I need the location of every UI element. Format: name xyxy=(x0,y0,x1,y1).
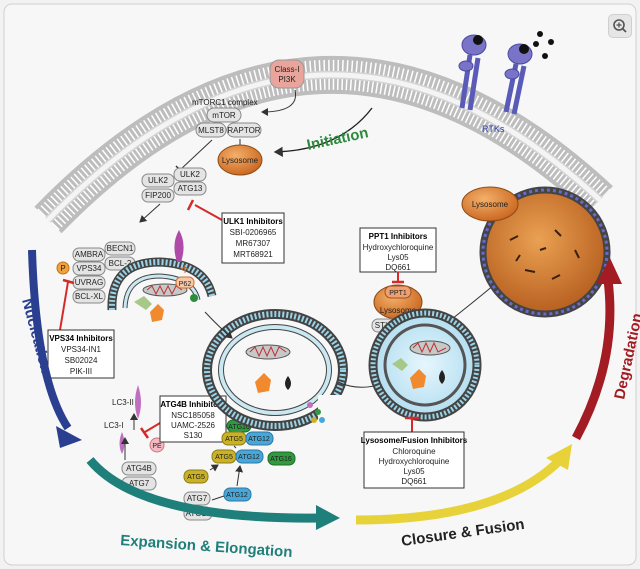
atg16-b-label: ATG16 xyxy=(270,456,292,463)
fusion-inh-item-1: Hydroxychloroquine xyxy=(379,457,450,466)
vps34-inh-item-2: PIK-III xyxy=(70,367,92,376)
lysosome-fusion-label: Lysosome xyxy=(380,306,417,315)
pi3k-label: PI3K xyxy=(278,75,296,84)
ulk1-inhibit-tbar xyxy=(186,199,195,211)
class1-pi3k: Class-I PI3K xyxy=(269,59,305,89)
atg12-c-label: ATG12 xyxy=(226,492,248,499)
autophagosome-expanding xyxy=(202,309,348,431)
ppt1-inh-item-1: Lys05 xyxy=(387,253,409,262)
plasma-membrane xyxy=(34,55,613,234)
vps34-inhibit-tbar xyxy=(62,278,75,285)
ulk2-a-label: ULK2 xyxy=(148,176,169,185)
mtor-ulk-inhibit xyxy=(179,139,213,171)
ppt1-inh-item-2: DQ661 xyxy=(385,263,411,272)
vps34-inhibitors-box: VPS34 Inhibitors VPS34-IN1 SB02024 PIK-I… xyxy=(47,329,115,379)
vps34-complex: P AMBRA BECN1 VPS34 BCL-2 UVRAG BCL-XL xyxy=(56,241,136,304)
ambra-label: AMBRA xyxy=(75,250,104,259)
pe-label: PE xyxy=(152,443,162,450)
bclxl-label: BCL-XL xyxy=(75,292,104,301)
atg4b-inh-item-0: NSC185058 xyxy=(171,411,215,420)
atg4b-atg7: ATG4B ATG7 xyxy=(121,461,157,491)
closure-arrowhead xyxy=(546,444,572,470)
fusion-inh-item-0: Chloroquine xyxy=(392,447,436,456)
zoom-button[interactable] xyxy=(608,14,632,38)
zoom-in-icon xyxy=(613,19,627,33)
atg5-a-label: ATG5 xyxy=(225,436,243,443)
mlst8-label: MLST8 xyxy=(198,126,224,135)
atg7-b-label: ATG7 xyxy=(187,494,208,503)
fusion-inh-item-2: Lys05 xyxy=(403,467,425,476)
degradation-arrow xyxy=(572,279,615,441)
atg7-a-label: ATG7 xyxy=(129,479,150,488)
atg5-b-label: ATG5 xyxy=(215,454,233,461)
nucleation-arrow xyxy=(28,249,72,431)
expansion-arrowhead xyxy=(316,505,340,530)
ppt1-inhibitors-box: PPT1 Inhibitors Hydroxychloroquine Lys05… xyxy=(359,227,437,273)
lc3-ii-label: LC3-II xyxy=(112,398,134,407)
class1-label: Class-I xyxy=(275,65,300,74)
atg4b-inh-title: ATG4B Inhibitors xyxy=(160,400,226,409)
ulk1-item-2: MRT68921 xyxy=(233,250,273,259)
fusion-inhibitors-box: Lysosome/Fusion Inhibitors Chloroquine H… xyxy=(361,431,468,489)
ulk-complex: ULK2 ULK2 ATG13 FIP200 xyxy=(141,167,207,203)
fusion-inh-item-3: DQ661 xyxy=(401,477,427,486)
atg4b-label: ATG4B xyxy=(126,464,152,473)
raptor-label: RAPTOR xyxy=(227,126,260,135)
ulk1-title: ULK1 Inhibitors xyxy=(223,217,283,226)
expansion-arrow xyxy=(86,457,321,523)
nucleation-arrowhead xyxy=(56,426,82,448)
autophagosome-mature xyxy=(368,308,482,422)
ulk1-inhibitors-box: ULK1 Inhibitors SBI-0206965 MR67307 MRT6… xyxy=(221,212,285,264)
fusion-inh-title: Lysosome/Fusion Inhibitors xyxy=(361,436,468,445)
ulk-to-vps34-arrow xyxy=(139,203,161,223)
lc3-i-label: LC3-I xyxy=(104,421,124,430)
ulk1-item-0: SBI-0206965 xyxy=(230,228,277,237)
autolysosome: Lysosome xyxy=(461,186,611,318)
atg16-a-label: ATG16 xyxy=(228,424,250,431)
bcl2-label: BCL-2 xyxy=(109,259,132,268)
phagophore-to-expanding-arrow xyxy=(204,311,233,339)
atg12-b-label: ATG12 xyxy=(238,454,260,461)
atg4b-inhibit-tbar xyxy=(139,427,150,439)
closure-arrow xyxy=(355,456,564,525)
vps34-inh-item-0: VPS34-IN1 xyxy=(61,345,102,354)
becn1-label: BECN1 xyxy=(107,244,134,253)
atg4b-inh-item-1: UAMC-2526 xyxy=(171,421,216,430)
lysosome-top-label: Lysosome xyxy=(222,156,259,165)
lysosome-top: Lysosome xyxy=(217,144,263,176)
phospho-label: P xyxy=(60,264,65,273)
mtorc1-complex: mTOR MLST8 RAPTOR xyxy=(195,107,262,138)
atg4b-inh-item-2: S130 xyxy=(184,431,203,440)
atg5-c-label: ATG5 xyxy=(187,474,205,481)
ppt1-inh-item-0: Hydroxychloroquine xyxy=(363,243,434,252)
ulk1-item-1: MR67307 xyxy=(236,239,271,248)
autolysosome-lysosome-label: Lysosome xyxy=(472,200,509,209)
pi3k-arrow xyxy=(261,89,297,116)
ppt1-label: PPT1 xyxy=(389,290,407,297)
vps34-inh-item-1: SB02024 xyxy=(65,356,98,365)
ulk1-inhibit-line xyxy=(194,204,223,221)
degradation-arrowhead xyxy=(596,258,622,284)
ulk2-b-label: ULK2 xyxy=(180,170,201,179)
phagophore xyxy=(107,257,217,322)
p62-cargo: P62 xyxy=(174,230,198,302)
p62-label: P62 xyxy=(179,281,192,288)
vps34-label: VPS34 xyxy=(77,264,102,273)
atg13-label: ATG13 xyxy=(178,184,203,193)
atg-conjugation: ATG16 ATG5 ATG12 ATG16 ATG5 ATG12 ATG5 A… xyxy=(183,419,296,521)
rtks-label: RTKs xyxy=(482,124,505,134)
lc3-group: LC3-II LC3-I PE xyxy=(104,385,165,460)
vps34-inhibit-line xyxy=(59,281,69,331)
vps34-inh-title: VPS34 Inhibitors xyxy=(49,334,113,343)
fip200-label: FIP200 xyxy=(145,191,171,200)
rtk-receptors xyxy=(458,31,554,115)
mtorc1-title: mTORC1 complex xyxy=(192,98,258,107)
mtor-label: mTOR xyxy=(212,111,236,120)
ppt1-inh-title: PPT1 Inhibitors xyxy=(369,232,428,241)
initiation-arrow xyxy=(273,107,373,157)
uvrag-label: UVRAG xyxy=(75,278,103,287)
atg12-a-label: ATG12 xyxy=(248,436,270,443)
